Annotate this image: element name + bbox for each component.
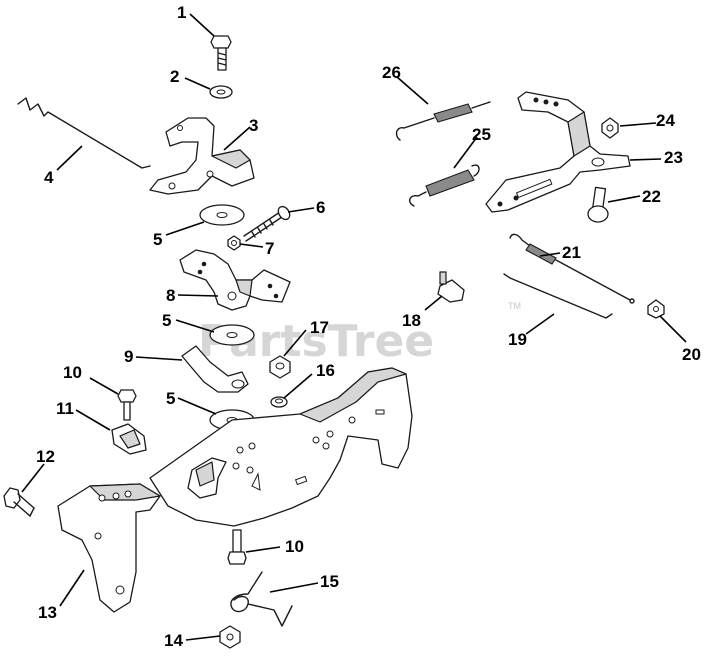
callout-12: 12 bbox=[36, 447, 55, 466]
part-rod-19 bbox=[503, 273, 613, 319]
callout-6: 6 bbox=[316, 198, 325, 217]
callout-25: 25 bbox=[472, 125, 491, 144]
part-clip-11 bbox=[111, 423, 147, 455]
part-bushing-16 bbox=[270, 396, 288, 408]
part-bolt-10b bbox=[227, 529, 247, 565]
part-washer-5a bbox=[199, 204, 245, 226]
callout-23: 23 bbox=[664, 148, 683, 167]
callout-19: 19 bbox=[508, 330, 527, 349]
part-spring-rod-21 bbox=[509, 233, 635, 304]
part-nut-7 bbox=[227, 235, 241, 251]
part-spring-26 bbox=[395, 101, 491, 141]
callout-9: 9 bbox=[124, 347, 133, 366]
part-washer-2 bbox=[209, 85, 233, 99]
part-bolt-1 bbox=[210, 35, 232, 71]
part-clip-18 bbox=[437, 271, 465, 303]
callout-16: 16 bbox=[316, 361, 335, 380]
callout-26: 26 bbox=[382, 63, 401, 82]
callout-24: 24 bbox=[656, 111, 675, 130]
callout-5b: 5 bbox=[162, 311, 171, 330]
part-nut-14 bbox=[219, 625, 241, 649]
callout-21: 21 bbox=[562, 243, 581, 262]
callout-4: 4 bbox=[44, 168, 54, 187]
callout-1: 1 bbox=[177, 3, 186, 22]
callout-8: 8 bbox=[166, 286, 175, 305]
callout-14: 14 bbox=[164, 631, 183, 650]
callout-11: 11 bbox=[56, 399, 74, 418]
part-bolt-22 bbox=[587, 186, 609, 223]
watermark-trademark: TM bbox=[508, 301, 521, 311]
part-spring-15 bbox=[230, 571, 293, 627]
callout-numbers: 1 2 3 4 5 6 7 8 5 9 10 11 12 13 14 10 15… bbox=[36, 3, 701, 650]
part-bracket-13 bbox=[57, 483, 161, 613]
part-arm-9 bbox=[181, 345, 249, 393]
part-main-plate bbox=[149, 367, 413, 527]
part-bolt-12 bbox=[3, 487, 35, 517]
part-bushing-20 bbox=[647, 299, 665, 319]
callout-18: 18 bbox=[402, 311, 421, 330]
part-lever-8 bbox=[179, 249, 291, 311]
callout-20: 20 bbox=[682, 345, 701, 364]
part-screw-6 bbox=[243, 205, 291, 242]
callout-17: 17 bbox=[310, 318, 329, 337]
part-bracket-3 bbox=[149, 117, 255, 195]
callout-13: 13 bbox=[38, 603, 57, 622]
leader-lines bbox=[21, 13, 687, 641]
part-spring-25 bbox=[408, 164, 480, 207]
callout-5a: 5 bbox=[153, 230, 162, 249]
callout-22: 22 bbox=[642, 187, 661, 206]
part-bolt-10a bbox=[117, 389, 137, 421]
callout-3: 3 bbox=[249, 116, 258, 135]
callout-5c: 5 bbox=[166, 389, 175, 408]
part-nut-17 bbox=[269, 355, 291, 379]
callout-10a: 10 bbox=[63, 363, 82, 382]
part-wire-link-4 bbox=[17, 97, 151, 169]
callout-10b: 10 bbox=[285, 537, 304, 556]
callout-7: 7 bbox=[265, 239, 274, 258]
callout-15: 15 bbox=[320, 572, 339, 591]
part-lever-23 bbox=[485, 91, 631, 213]
part-nut-24 bbox=[601, 117, 619, 139]
callout-2: 2 bbox=[170, 67, 179, 86]
part-washer-5b bbox=[209, 324, 255, 346]
